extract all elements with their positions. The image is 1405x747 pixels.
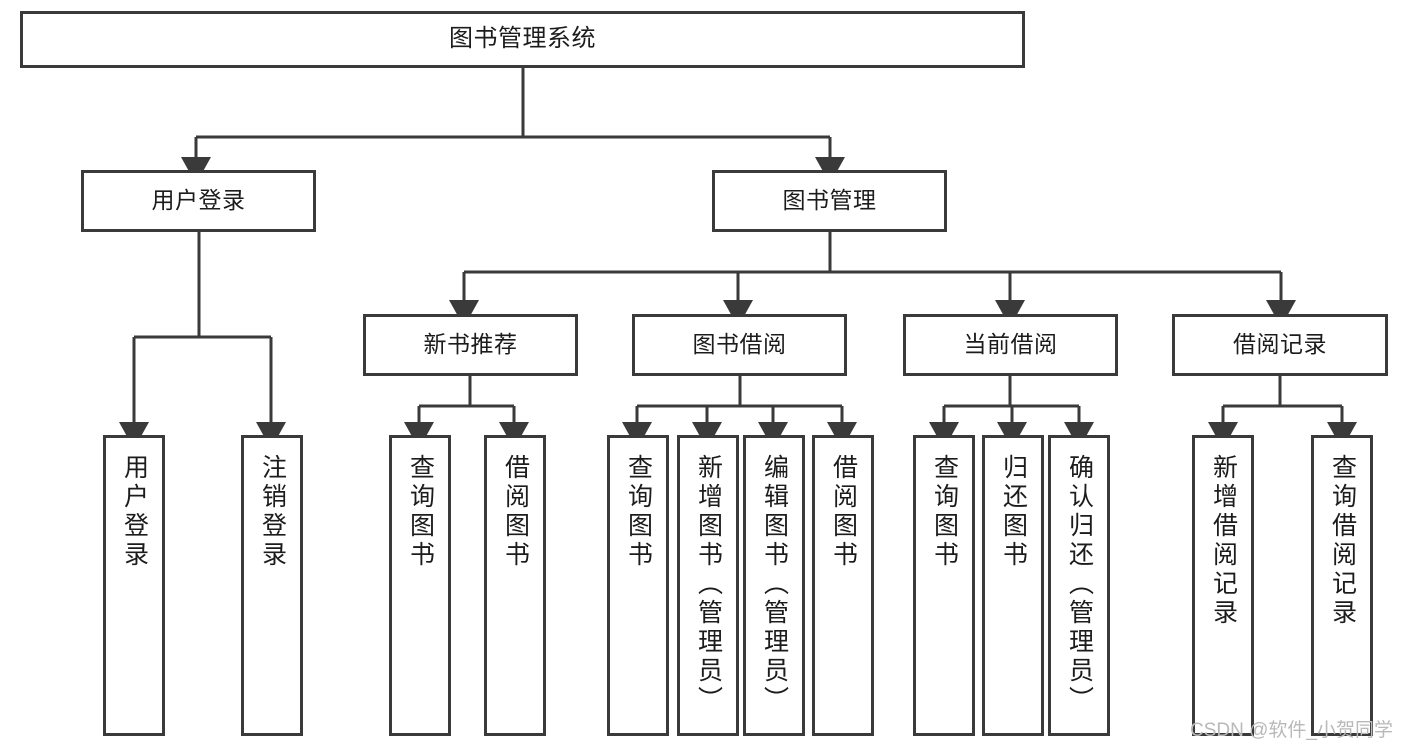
node-book-management[interactable]: 图书管理 <box>712 170 947 232</box>
node-book-borrow[interactable]: 图书借阅 <box>632 314 847 376</box>
node-label: 编辑图书（管理员） <box>760 454 789 715</box>
csdn-watermark: CSDN @软件_小贺同学 <box>1190 720 1393 741</box>
node-label: 新增借阅记录 <box>1209 454 1238 628</box>
node-label: 图书借阅 <box>692 331 787 358</box>
node-root-book-management-system[interactable]: 图书管理系统 <box>20 11 1025 68</box>
leaf-current-confirm-return-admin[interactable]: 确认归还（管理员） <box>1048 435 1110 736</box>
node-new-book-recommend[interactable]: 新书推荐 <box>363 314 578 376</box>
node-label: 当前借阅 <box>963 331 1058 358</box>
leaf-record-add-borrow-record[interactable]: 新增借阅记录 <box>1192 435 1254 736</box>
leaf-record-search-borrow-record[interactable]: 查询借阅记录 <box>1311 435 1373 736</box>
node-current-borrow[interactable]: 当前借阅 <box>903 314 1118 376</box>
node-label: 归还图书 <box>999 454 1028 570</box>
leaf-current-return-book[interactable]: 归还图书 <box>982 435 1044 736</box>
node-label: 查询图书 <box>624 454 653 570</box>
node-label: 确认归还（管理员） <box>1065 454 1094 715</box>
node-label: 借阅记录 <box>1233 331 1327 358</box>
leaf-borrow-add-book-admin[interactable]: 新增图书（管理员） <box>677 435 739 736</box>
leaf-recommend-borrow-book[interactable]: 借阅图书 <box>484 435 546 736</box>
node-label: 用户登录 <box>120 454 149 570</box>
node-label: 新增图书（管理员） <box>694 454 723 715</box>
leaf-borrow-edit-book-admin[interactable]: 编辑图书（管理员） <box>743 435 805 736</box>
node-label: 借阅图书 <box>829 454 858 570</box>
leaf-user-logout[interactable]: 注销登录 <box>241 435 303 736</box>
leaf-recommend-search-book[interactable]: 查询图书 <box>389 435 451 736</box>
node-label: 查询图书 <box>406 454 435 570</box>
node-user-login[interactable]: 用户登录 <box>81 170 316 232</box>
leaf-current-search-book[interactable]: 查询图书 <box>913 435 975 736</box>
leaf-borrow-borrow-book[interactable]: 借阅图书 <box>812 435 874 736</box>
node-borrow-record[interactable]: 借阅记录 <box>1172 314 1388 376</box>
node-label: 查询图书 <box>930 454 959 570</box>
node-label: 图书管理系统 <box>449 25 596 53</box>
leaf-borrow-search-book[interactable]: 查询图书 <box>607 435 669 736</box>
node-label: 用户登录 <box>151 187 246 214</box>
node-label: 新书推荐 <box>423 331 518 358</box>
node-label: 借阅图书 <box>501 454 530 570</box>
node-label: 注销登录 <box>258 454 287 570</box>
leaf-user-login[interactable]: 用户登录 <box>103 435 165 736</box>
node-label: 图书管理 <box>782 187 877 214</box>
node-label: 查询借阅记录 <box>1328 454 1357 628</box>
